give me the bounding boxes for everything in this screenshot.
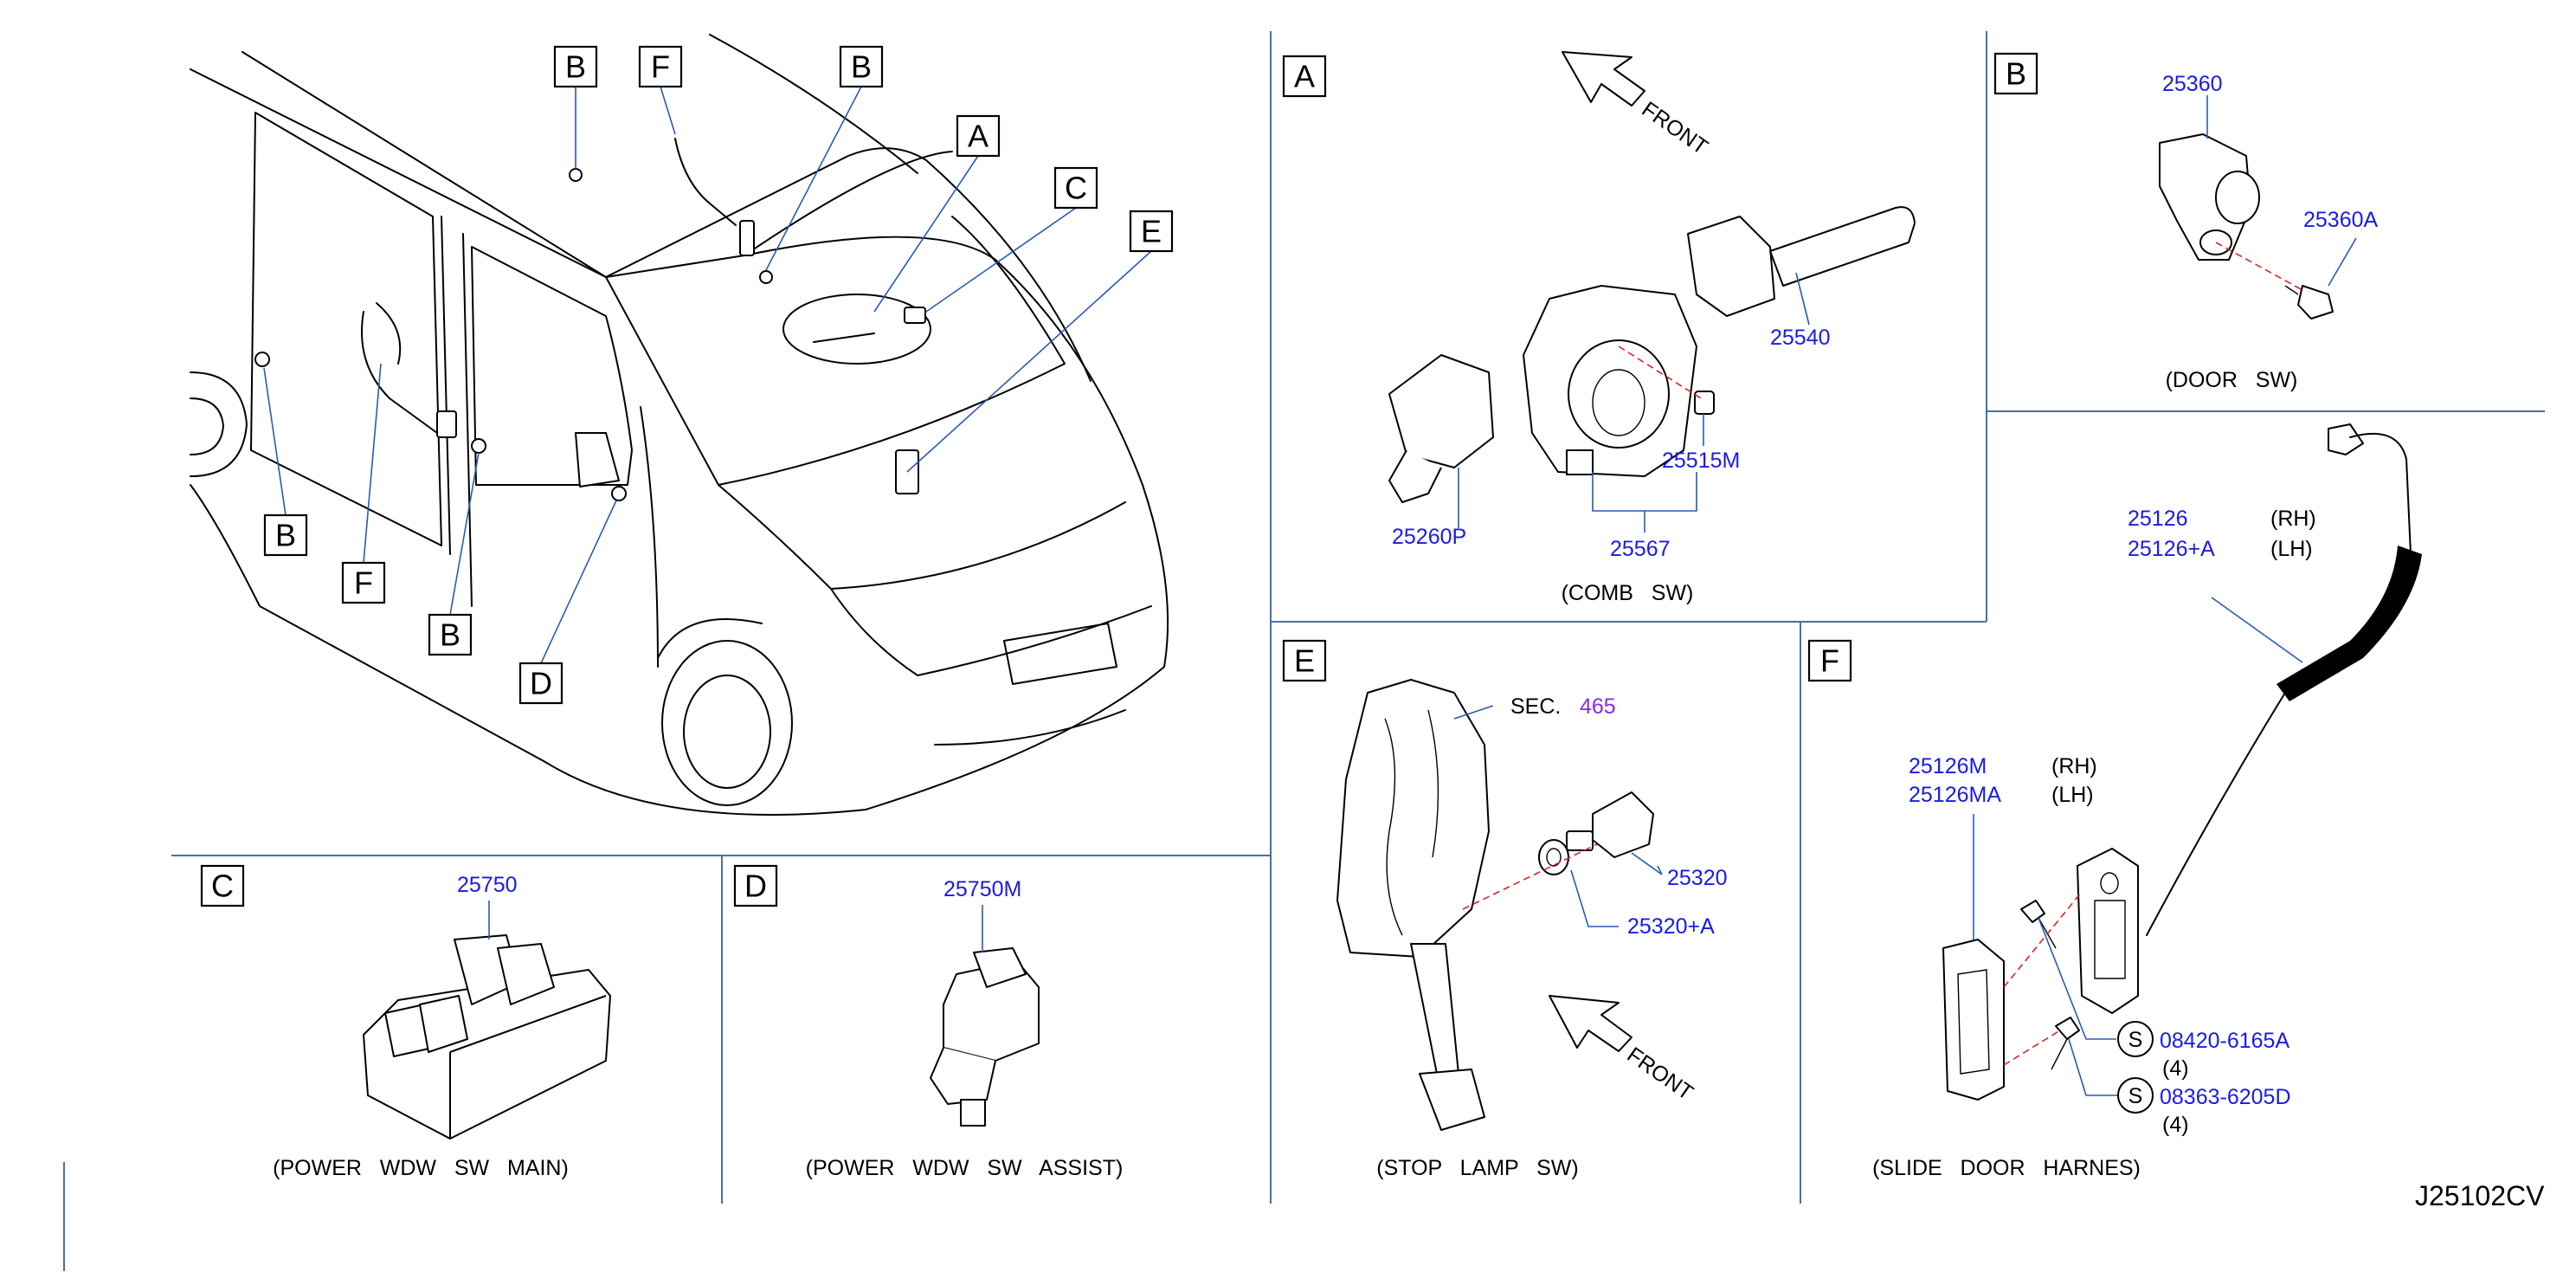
svg-text:B: B xyxy=(440,617,460,653)
overview-callouts: B F B A C E B F B D xyxy=(263,45,1174,705)
clip-25515m xyxy=(1694,391,1715,415)
svg-text:(RH): (RH) xyxy=(2051,754,2097,778)
svg-text:25126MA: 25126MA xyxy=(1909,783,2001,807)
panel-d-power-window-assist: D 25750M (POWER WDW SW ASSIST) xyxy=(733,864,1124,1180)
svg-text:25126M: 25126M xyxy=(1909,754,1987,778)
svg-text:08420-6165A: 08420-6165A xyxy=(2160,1029,2289,1053)
callout-e: E xyxy=(1129,210,1174,253)
svg-text:A: A xyxy=(1294,59,1315,94)
svg-text:(LH): (LH) xyxy=(2270,537,2313,561)
door-switch xyxy=(2159,133,2260,261)
power-window-assist-switch xyxy=(930,947,1040,1127)
callout-d: D xyxy=(518,662,564,705)
callout-b-top: B xyxy=(553,45,598,88)
svg-text:(4): (4) xyxy=(2162,1113,2189,1137)
svg-text:25567: 25567 xyxy=(1610,537,1671,561)
svg-text:25515M: 25515M xyxy=(1662,449,1740,473)
svg-text:F: F xyxy=(1820,643,1839,679)
svg-text:25360A: 25360A xyxy=(2303,208,2379,232)
svg-text:E: E xyxy=(1294,643,1315,679)
power-window-master-switch xyxy=(363,934,611,1140)
brake-pedal-bracket xyxy=(1336,679,1490,1131)
svg-text:(RH): (RH) xyxy=(2270,507,2316,531)
svg-text:E: E xyxy=(1141,214,1162,249)
svg-text:25750M: 25750M xyxy=(943,877,1021,901)
svg-text:465: 465 xyxy=(1580,694,1616,719)
panel-f-slide-door-harness: F 25126 25126+A (RH) xyxy=(1807,423,2422,1180)
svg-text:B: B xyxy=(851,49,872,85)
screw-08420 xyxy=(2020,900,2057,949)
svg-text:(POWER WDW SW MAIN): (POWER WDW SW MAIN) xyxy=(273,1156,569,1180)
panel-e-stop-lamp-switch: E FRONT SEC. 465 25320 25320+A (STOP xyxy=(1282,639,1728,1180)
svg-text:C: C xyxy=(1065,171,1087,206)
harness-cable xyxy=(2146,423,2422,936)
svg-text:(LH): (LH) xyxy=(2051,783,2094,807)
svg-text:F: F xyxy=(354,565,373,601)
svg-text:(STOP LAMP SW): (STOP LAMP SW) xyxy=(1376,1156,1578,1180)
door-switch-screw xyxy=(2284,285,2334,320)
panel-c-label: C xyxy=(200,864,245,907)
svg-text:D: D xyxy=(530,666,552,701)
svg-text:B: B xyxy=(565,49,586,85)
svg-text:F: F xyxy=(651,49,670,85)
svg-text:S: S xyxy=(2128,1084,2143,1108)
front-arrow-e: FRONT xyxy=(1549,995,1698,1105)
overview-leaders xyxy=(263,86,1152,664)
screw-08363 xyxy=(2051,1017,2080,1070)
screw-badge-2: S xyxy=(2117,1077,2154,1114)
svg-text:A: A xyxy=(968,119,989,154)
clock-spring xyxy=(1523,285,1697,477)
svg-text:25260P: 25260P xyxy=(1392,525,1466,549)
diagram-code: J25102CV xyxy=(2415,1180,2545,1211)
harness-bracket xyxy=(1942,939,2005,1101)
svg-text:25126+A: 25126+A xyxy=(2128,537,2215,561)
harness-connector xyxy=(2077,848,2139,1014)
svg-text:25750: 25750 xyxy=(457,873,518,897)
callout-f-top: F xyxy=(638,45,683,88)
svg-text:25126: 25126 xyxy=(2128,507,2188,531)
panel-b-door-switch: B 25360 25360A (DOOR SW) xyxy=(1993,52,2379,392)
svg-text:(COMB SW): (COMB SW) xyxy=(1562,581,1694,605)
panel-d-label: D xyxy=(733,864,778,907)
svg-text:25320: 25320 xyxy=(1667,866,1728,890)
callout-a: A xyxy=(956,114,1001,158)
front-arrow-a: FRONT xyxy=(1562,51,1713,159)
panel-dividers xyxy=(63,31,2545,1271)
callout-f-left: F xyxy=(341,561,386,604)
svg-text:S: S xyxy=(2128,1028,2143,1052)
callout-b-top-2: B xyxy=(839,45,884,88)
screw-badge-1: S xyxy=(2117,1021,2154,1057)
svg-text:25320+A: 25320+A xyxy=(1627,914,1715,939)
panel-e-label: E xyxy=(1282,639,1327,682)
wiper-switch xyxy=(1687,206,1916,317)
svg-text:(4): (4) xyxy=(2162,1056,2189,1081)
svg-text:C: C xyxy=(211,869,234,904)
svg-text:(DOOR SW): (DOOR SW) xyxy=(2166,368,2298,392)
vehicle-overview xyxy=(190,34,1169,816)
svg-text:B: B xyxy=(2006,56,2026,92)
svg-text:25540: 25540 xyxy=(1770,326,1831,350)
callout-c: C xyxy=(1053,166,1098,210)
panel-c-power-window-main: C 25750 (POWER WDW SW MAIN) xyxy=(200,864,611,1180)
light-switch xyxy=(1388,354,1494,503)
svg-text:D: D xyxy=(744,869,767,904)
svg-text:FRONT: FRONT xyxy=(1638,97,1713,159)
svg-text:SEC.: SEC. xyxy=(1510,694,1561,719)
panel-a-label: A xyxy=(1282,55,1327,98)
svg-text:08363-6205D: 08363-6205D xyxy=(2160,1085,2291,1109)
stop-lamp-clip xyxy=(1538,839,1569,875)
svg-text:25360: 25360 xyxy=(2162,72,2223,96)
svg-text:(POWER WDW SW ASSIST): (POWER WDW SW ASSIST) xyxy=(806,1156,1124,1180)
panel-a-comb-switch: A FRONT 25540 xyxy=(1282,51,1916,605)
svg-text:FRONT: FRONT xyxy=(1623,1043,1698,1105)
stop-lamp-switch-part xyxy=(1566,791,1654,858)
callout-b-mid: B xyxy=(428,613,473,656)
svg-text:B: B xyxy=(275,518,296,553)
panel-f-label: F xyxy=(1807,639,1852,682)
panel-b-label: B xyxy=(1993,52,2038,95)
callout-b-left: B xyxy=(263,513,308,557)
svg-text:(SLIDE DOOR HARNES): (SLIDE DOOR HARNES) xyxy=(1872,1156,2141,1180)
